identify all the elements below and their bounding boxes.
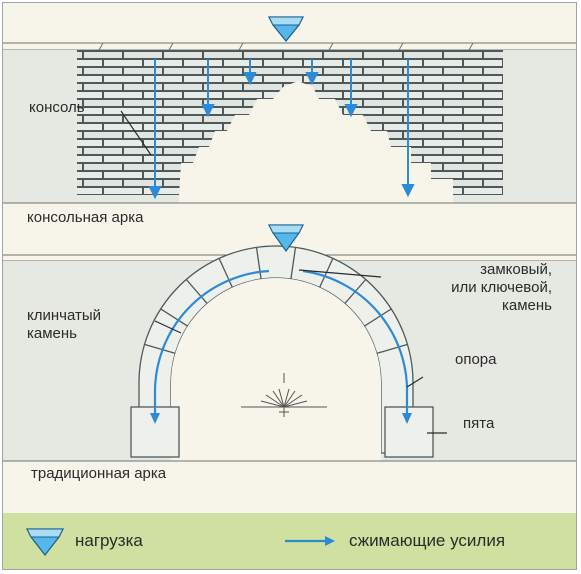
voussoir-joint <box>376 343 408 355</box>
arch-diagram <box>3 3 576 462</box>
load-icon-top <box>268 16 304 42</box>
legend: нагрузка сжимающие усилия <box>3 513 576 569</box>
voussoir-joint <box>160 308 189 327</box>
voussoir-joints <box>144 247 408 355</box>
traditional-arch-title: традиционная арка <box>31 465 167 482</box>
voussoir-joint <box>144 343 176 355</box>
wedge-stone-label: клинчатый камень <box>27 307 102 342</box>
corbel-force-arrows <box>148 59 415 200</box>
keystone-label: замковый, или ключевой, камень <box>451 261 552 314</box>
corbel-arch-title: консольная арка <box>27 209 144 226</box>
arch-force-arrows <box>153 269 409 415</box>
voussoir-joint <box>185 279 208 305</box>
load-icon-bottom <box>268 224 304 253</box>
legend-graphics <box>26 528 335 556</box>
force-legend-arrow-icon <box>285 536 335 546</box>
springer-label: пята <box>463 415 495 432</box>
load-legend-icon <box>26 528 64 556</box>
voussoir-joint <box>319 258 334 288</box>
console-label: консоль <box>29 99 85 116</box>
force-legend-label: сжимающие усилия <box>349 531 506 550</box>
diagram-frame: консоль консольная арка клинчатый камень… <box>2 2 577 570</box>
support-label: опора <box>455 351 497 368</box>
voussoir-joint <box>290 247 297 280</box>
load-legend-label: нагрузка <box>75 531 143 550</box>
center-ornament-icon <box>241 373 327 417</box>
voussoir-joint <box>255 247 262 280</box>
voussoir-joint <box>363 308 392 327</box>
voussoir-joint <box>218 258 233 288</box>
